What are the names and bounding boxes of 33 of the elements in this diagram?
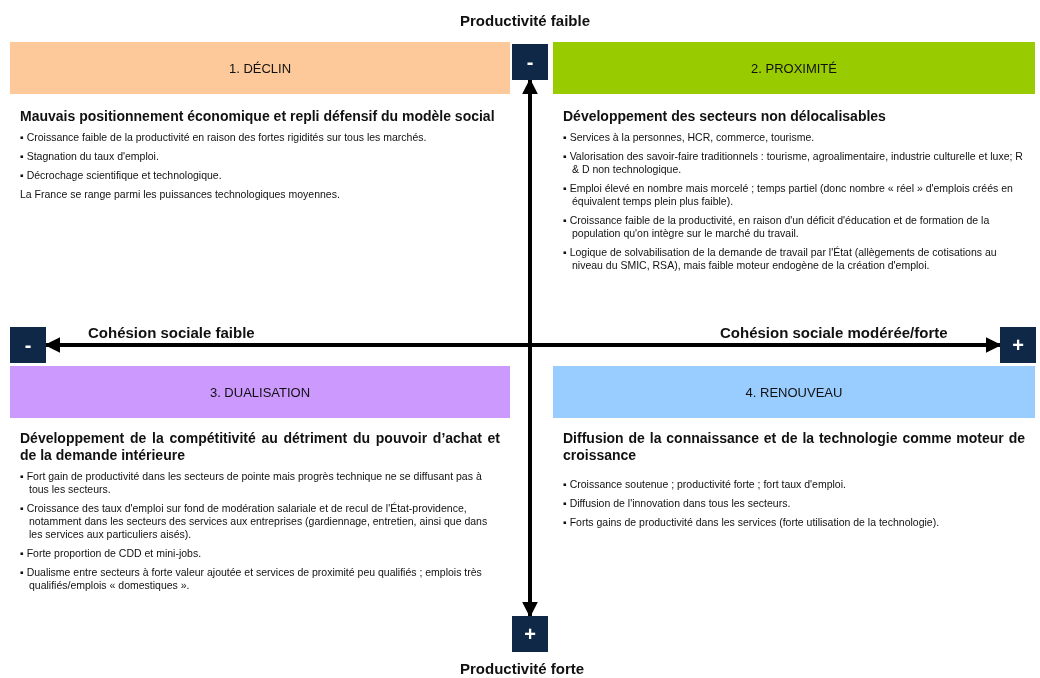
bullet-item: ▪ Forte proportion de CDD et mini-jobs. — [20, 547, 203, 560]
axis-label: Cohésion sociale faible — [88, 324, 255, 341]
quadrant-heading: Développement de la compétitivité au détriment du pouvoir d’achat et de la demande intérieure — [20, 430, 500, 464]
sign-badge: + — [1000, 327, 1036, 363]
bullet-item: ▪ Logique de solvabilisation de la demande de travail par l'État (allègements de cotisations au niveau du SMIC, RSA), mais faible moteur endogène de la création d'emploi. — [563, 246, 998, 272]
sign-badge: - — [10, 327, 46, 363]
quadrant-heading: Diffusion de la connaissance et de la technologie comme moteur de croissance — [563, 430, 1025, 464]
bullet-item: ▪ Forts gains de productivité dans les services (forte utilisation de la technologie). — [563, 516, 941, 529]
bullet-item: ▪ Croissance faible de la productivité, en raison d'un déficit d'éducation et de formation de la population qu'on intègre sur le marché du travail. — [563, 214, 991, 240]
quadrant-header: 4. RENOUVEAU — [553, 366, 1035, 418]
quadrant-header: 2. PROXIMITÉ — [553, 42, 1035, 94]
body-text: La France se range parmi les puissances technologiques moyennes. — [20, 188, 341, 201]
bullet-item: ▪ Croissance des taux d'emploi sur fond de modération salariale et de recul de l'État-providence, notamment dans les secteurs des services aux entreprises (gardiennage, entretien, ainsi que dans les services aux particuliers aisés). — [20, 502, 489, 541]
bullet-item: ▪ Valorisation des savoir-faire traditionnels : tourisme, agroalimentaire, industrie culturelle et luxe; R & D non technologique. — [563, 150, 1024, 176]
sign-badge: - — [512, 44, 548, 80]
bullet-item: ▪ Fort gain de productivité dans les secteurs de pointe mais progrès technique ne se diffusant pas à tous les secteurs. — [20, 470, 483, 496]
quadrant-heading: Développement des secteurs non délocalisables — [563, 108, 887, 125]
axis-label: Productivité faible — [460, 12, 591, 29]
quadrant-header: 1. DÉCLIN — [10, 42, 510, 94]
bullet-item: ▪ Diffusion de l'innovation dans tous les secteurs. — [563, 497, 792, 510]
axis-label: Cohésion sociale modérée/forte — [720, 324, 948, 341]
bullet-item: ▪ Services à la personnes, HCR, commerce, tourisme. — [563, 131, 816, 144]
bullet-item: ▪ Emploi élevé en nombre mais morcelé ; temps partiel (donc nombre « réel » d'emplois créés en équivalent temps plein plus faible). — [563, 182, 1014, 208]
bullet-item: ▪ Croissance soutenue ; productivité forte ; fort taux d'emploi. — [563, 478, 847, 491]
bullet-item: ▪ Croissance faible de la productivité en raison des fortes rigidités sur tous les marchés. — [20, 131, 428, 144]
sign-badge: + — [512, 616, 548, 652]
quadrant-header: 3. DUALISATION — [10, 366, 510, 418]
bullet-item: ▪ Dualisme entre secteurs à forte valeur ajoutée et services de proximité peu qualifiés ; emplois très qualifiés/emplois « domestiques ». — [20, 566, 483, 592]
arrow — [522, 78, 538, 618]
quadrant-heading: Mauvais positionnement économique et repli défensif du modèle social — [20, 108, 496, 125]
bullet-item: ▪ Stagnation du taux d'emploi. — [20, 150, 160, 163]
bullet-item: ▪ Décrochage scientifique et technologique. — [20, 169, 223, 182]
axis-label: Productivité forte — [460, 660, 585, 677]
